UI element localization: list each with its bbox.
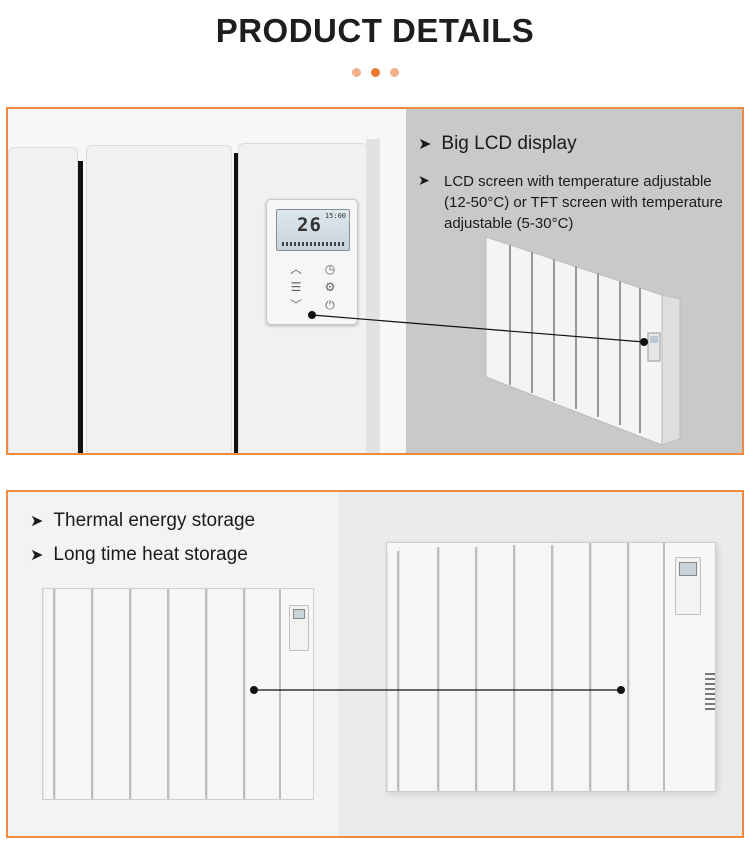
radiator-fin	[86, 145, 232, 453]
air-grille	[705, 673, 715, 713]
bullet-arrow-icon: ➤	[418, 136, 432, 153]
radiator-fin	[387, 551, 399, 791]
mini-control-panel	[289, 605, 309, 651]
bullet-text: Thermal energy storage	[53, 510, 256, 531]
lcd-schedule-bars	[282, 242, 346, 246]
radiator-fin	[477, 545, 515, 791]
radiator-large-front	[386, 542, 716, 792]
radiator-fin	[553, 543, 591, 791]
connector-line	[250, 686, 625, 694]
bullet-long-time-storage: ➤ Long time heat storage	[30, 544, 248, 566]
divider-dot	[351, 68, 361, 77]
divider-dot	[370, 68, 380, 77]
gear-icon[interactable]: ⚙	[324, 280, 336, 294]
bullet-big-lcd: ➤ Big LCD display	[418, 133, 577, 155]
radiator-fin	[8, 147, 78, 453]
connector-line	[308, 311, 648, 346]
radiator-fin	[629, 543, 665, 791]
bullet-text: LCD screen with temperature adjustable (…	[444, 173, 723, 232]
radiator-fin	[55, 589, 93, 799]
radiator-large-image	[338, 492, 742, 836]
up-arrow-icon[interactable]: ︿	[289, 262, 302, 276]
heat-storage-panel: ➤ Thermal energy storage ➤ Long time heat …	[6, 490, 744, 838]
power-icon[interactable]: ⏻	[325, 298, 335, 312]
settings-sliders-icon[interactable]: ☰	[290, 280, 302, 294]
bullet-thermal-storage: ➤ Thermal energy storage	[30, 510, 255, 532]
radiator-closeup-image: 26 15:00 ︿ ◷ ☰ ⚙ ﹀ ⏻	[8, 109, 406, 453]
mini-lcd-screen	[293, 609, 305, 619]
control-panel: 26 15:00 ︿ ◷ ☰ ⚙ ﹀ ⏻	[266, 199, 358, 325]
radiator-fin	[439, 547, 477, 791]
bullet-text: Long time heat storage	[53, 544, 248, 565]
bullet-lcd-description: ➤ LCD screen with temperature adjustable…	[418, 171, 738, 234]
radiator-fin	[131, 589, 169, 799]
radiator-small-front	[42, 588, 314, 800]
radiator-fin	[93, 589, 131, 799]
mini-control-panel	[675, 557, 701, 615]
lcd-temperature: 26	[297, 214, 322, 236]
title-divider-dots	[0, 64, 750, 77]
lcd-display-panel: 26 15:00 ︿ ◷ ☰ ⚙ ﹀ ⏻ ➤ Big LCD display ➤ …	[6, 107, 744, 455]
radiator-product-image: ➤ Big LCD display ➤ LCD screen with tempe…	[406, 109, 742, 453]
clock-icon[interactable]: ◷	[324, 262, 336, 276]
radiator-fin	[169, 589, 207, 799]
bullet-arrow-icon: ➤	[418, 172, 430, 188]
lcd-screen: 26 15:00	[276, 209, 350, 251]
bullet-arrow-icon: ➤	[30, 513, 44, 530]
lcd-time: 15:00	[324, 212, 346, 220]
bullet-arrow-icon: ➤	[30, 547, 44, 564]
down-arrow-icon[interactable]: ﹀	[289, 298, 302, 312]
radiator-fin	[43, 589, 55, 799]
radiator-front-image: ➤ Thermal energy storage ➤ Long time heat …	[8, 492, 338, 836]
divider-dot	[389, 68, 399, 77]
radiator-fin	[591, 543, 629, 791]
radiator-fin	[245, 589, 281, 799]
page-title: PRODUCT DETAILS	[215, 12, 535, 49]
fin-gap	[78, 161, 83, 453]
radiator-fin	[399, 547, 439, 791]
mini-lcd-screen	[679, 562, 697, 576]
radiator-side	[366, 139, 380, 453]
bullet-text: Big LCD display	[441, 133, 577, 154]
fin-gap	[234, 153, 239, 453]
radiator-fin	[515, 545, 553, 791]
radiator-fin	[207, 589, 245, 799]
radiator-small-illustration	[485, 236, 681, 446]
